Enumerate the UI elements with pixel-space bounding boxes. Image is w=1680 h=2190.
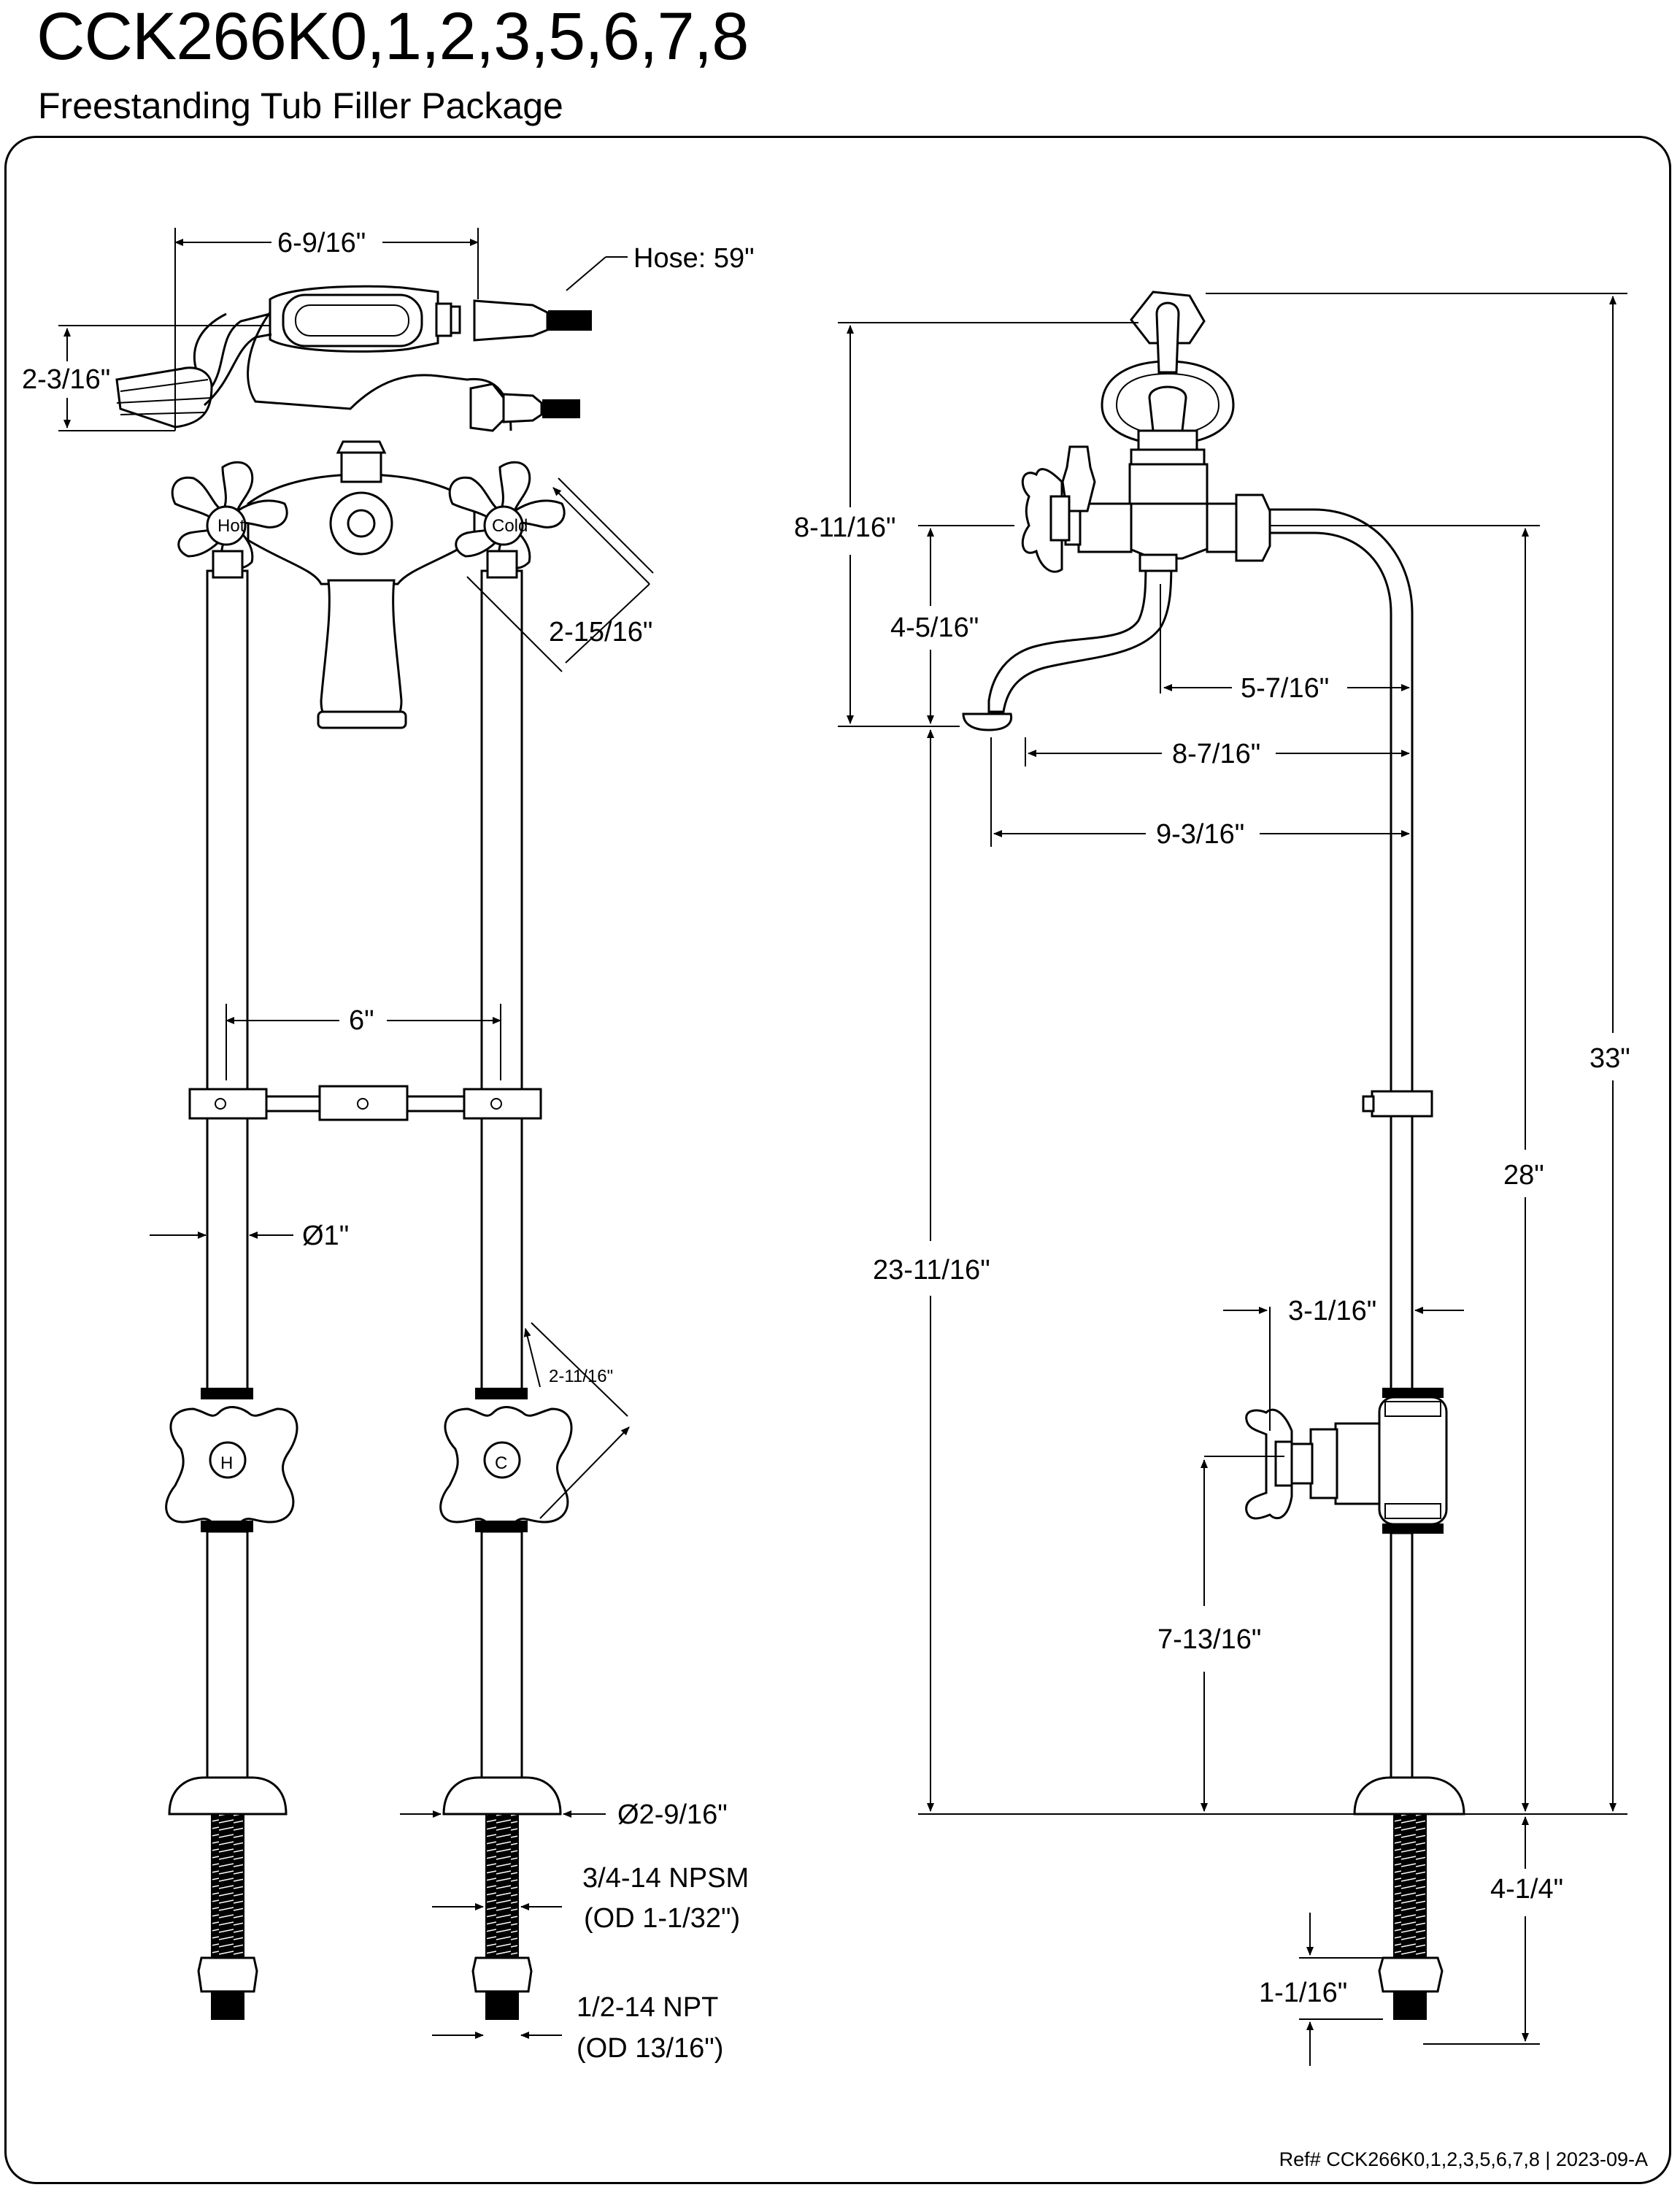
side-floor-flange xyxy=(1353,1776,1465,2020)
dim-spout-reach: 8-7/16" xyxy=(1172,739,1260,769)
dim-top-to-spout: 8-11/16" xyxy=(794,512,896,543)
side-handshower xyxy=(1101,291,1235,466)
dim-spout-height: 23-11/16" xyxy=(873,1255,990,1286)
thread-lower-line1: 1/2-14 NPT xyxy=(577,1992,718,2023)
hot-handle-top: Hot xyxy=(171,461,288,569)
cold-stop-valve: C xyxy=(439,1388,573,1532)
dim-spout-to-pipe: 5-7/16" xyxy=(1241,673,1329,704)
side-stop-valve xyxy=(1245,1388,1448,1534)
cross-bar xyxy=(188,1085,542,1121)
thread-upper-line1: 3/4-14 NPSM xyxy=(582,1863,749,1894)
dim-handshower-height: 2-3/16" xyxy=(22,364,110,395)
dim-handle-to-spout: 4-5/16" xyxy=(890,612,979,643)
dim-valve-handle: 2-11/16" xyxy=(549,1367,613,1386)
page-title: CCK266K0,1,2,3,5,6,7,8 xyxy=(36,0,749,74)
drawing-frame xyxy=(4,136,1671,2184)
cold-valve-letter: C xyxy=(495,1453,507,1473)
hose-label: Hose: 59" xyxy=(633,243,755,274)
dim-center-spacing: 6" xyxy=(349,1005,374,1036)
cold-handle-top: Cold xyxy=(448,461,566,569)
side-dimensions: 8-11/16" 4-5/16" 5-7/16" 8-7/16" xyxy=(794,293,1630,2066)
dim-height-to-valve: 28" xyxy=(1503,1160,1544,1191)
dim-total-height: 33" xyxy=(1590,1043,1630,1074)
dim-nut-height: 1-1/16" xyxy=(1259,1978,1347,2008)
front-view: Hot Cold xyxy=(22,228,755,2064)
dim-valve-depth: 3-1/16" xyxy=(1288,1296,1376,1326)
front-dimensions: 6-9/16" Hose: 59" 2-3/16" 2-15/16" 6" xyxy=(22,228,755,2064)
side-riser xyxy=(1268,508,1433,1392)
reference-number: Ref# CCK266K0,1,2,3,5,6,7,8 | 2023-09-A xyxy=(1279,2148,1648,2170)
side-mixer xyxy=(1021,445,1271,573)
dim-below-floor: 4-1/4" xyxy=(1490,1874,1563,1905)
thread-lower-line2: (OD 13/16") xyxy=(577,2033,723,2064)
thread-upper-line2: (OD 1-1/32") xyxy=(584,1903,740,1934)
front-floor-flanges xyxy=(168,1776,562,2020)
front-pipes xyxy=(206,550,523,1394)
dim-spout-tip-reach: 9-3/16" xyxy=(1156,819,1244,850)
dim-width-top: 6-9/16" xyxy=(277,228,366,258)
dim-pipe-diameter: Ø1" xyxy=(302,1221,349,1251)
side-spout xyxy=(962,553,1178,731)
svg-text:Cold: Cold xyxy=(492,516,528,536)
mixer-body xyxy=(247,440,476,729)
dim-shutoff-height: 7-13/16" xyxy=(1157,1624,1261,1655)
dim-handle-span: 2-15/16" xyxy=(549,617,652,648)
svg-text:Hot: Hot xyxy=(217,516,245,536)
hot-valve-letter: H xyxy=(220,1453,233,1473)
side-view: 8-11/16" 4-5/16" 5-7/16" 8-7/16" xyxy=(794,291,1630,2066)
handshower-assembly xyxy=(115,285,592,432)
hot-stop-valve: H xyxy=(165,1388,298,1532)
dim-flange-diameter: Ø2-9/16" xyxy=(617,1799,728,1830)
page-subtitle: Freestanding Tub Filler Package xyxy=(38,85,563,126)
